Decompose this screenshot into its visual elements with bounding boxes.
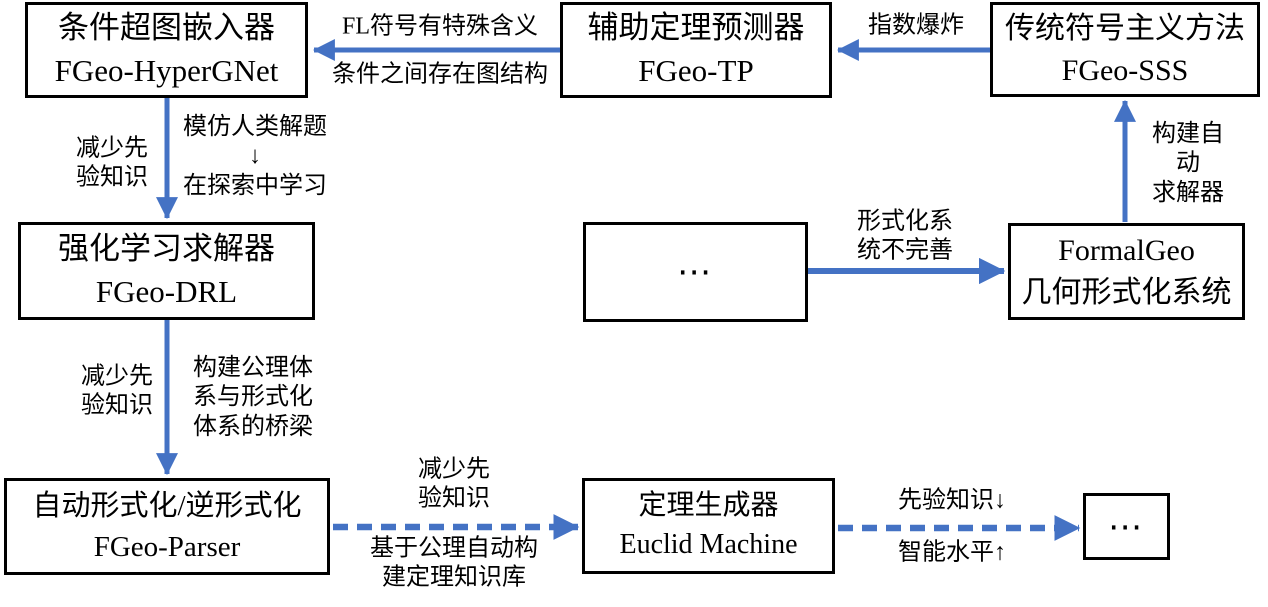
- node-fgeo-hypergnet-subtitle: FGeo-HyperGNet: [54, 53, 279, 88]
- node-ellipsis-end-dots: ⋯: [1108, 506, 1145, 547]
- edge-label-graph-structure: 条件之间存在图结构: [332, 61, 548, 88]
- edge-label-reduce-prior-3: 减少先 验知识: [418, 456, 490, 512]
- node-fgeo-parser-title: 自动形式化/逆形式化: [32, 490, 302, 523]
- node-ellipsis-end: ⋯: [1083, 493, 1170, 560]
- edge-label-intelligence-up: 智能水平↑: [898, 539, 1006, 566]
- node-fgeo-sss-title: 传统符号主义方法: [1005, 12, 1245, 46]
- node-ellipsis-middle-dots: ⋯: [677, 252, 714, 292]
- node-fgeo-drl-subtitle: FGeo-DRL: [95, 274, 238, 309]
- edge-label-prior-down: 先验知识↓: [898, 487, 1006, 514]
- node-formalgeo-subtitle: 几何形式化系统: [1021, 275, 1232, 309]
- node-formalgeo-title: FormalGeo: [1058, 234, 1195, 268]
- node-fgeo-drl: 强化学习求解器 FGeo-DRL: [18, 222, 315, 320]
- edge-label-reduce-prior-2: 减少先 验知识: [81, 363, 153, 419]
- node-formalgeo: FormalGeo 几何形式化系统: [1008, 223, 1245, 320]
- node-ellipsis-middle: ⋯: [583, 222, 808, 322]
- edge-label-fl-symbols: FL符号有特殊含义: [341, 13, 539, 40]
- node-euclid-machine-subtitle: Euclid Machine: [619, 529, 798, 560]
- edge-label-reduce-prior-1: 减少先 验知识: [76, 135, 148, 191]
- edge-label-exponential-explosion: 指数爆炸: [868, 12, 964, 39]
- node-euclid-machine-title: 定理生成器: [638, 490, 779, 522]
- node-euclid-machine: 定理生成器 Euclid Machine: [582, 478, 835, 574]
- node-fgeo-parser: 自动形式化/逆形式化 FGeo-Parser: [4, 478, 330, 575]
- node-fgeo-drl-title: 强化学习求解器: [58, 231, 275, 267]
- node-fgeo-tp: 辅助定理预测器 FGeo-TP: [560, 2, 832, 98]
- edge-label-bridge-axiom: 构建公理体 系与形式化 体系的桥梁: [193, 355, 313, 440]
- node-fgeo-sss-subtitle: FGeo-SSS: [1061, 53, 1189, 87]
- node-fgeo-hypergnet: 条件超图嵌入器 FGeo-HyperGNet: [25, 2, 308, 98]
- edge-label-formal-system-incomplete: 形式化系 统不完善: [857, 208, 953, 264]
- edge-label-build-solver: 构建自动 求解器: [1152, 121, 1224, 206]
- node-fgeo-tp-subtitle: FGeo-TP: [638, 53, 754, 88]
- node-fgeo-tp-title: 辅助定理预测器: [587, 10, 805, 46]
- edge-label-imitate-human: 模仿人类解题 ↓ 在探索中学习: [183, 114, 327, 199]
- node-fgeo-hypergnet-title: 条件超图嵌入器: [58, 10, 275, 46]
- node-fgeo-sss: 传统符号主义方法 FGeo-SSS: [990, 2, 1260, 97]
- node-fgeo-parser-subtitle: FGeo-Parser: [93, 530, 241, 563]
- edge-label-theorem-kb: 基于公理自动构 建定理知识库: [370, 535, 538, 591]
